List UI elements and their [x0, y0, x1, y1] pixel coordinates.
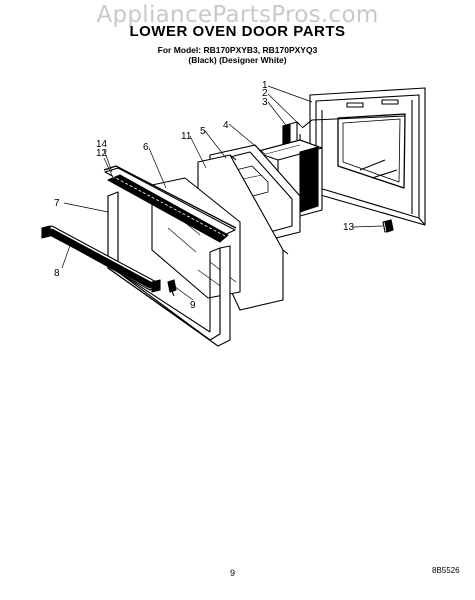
part-13-clip[interactable]: [382, 219, 394, 233]
part-8-handle[interactable]: [41, 225, 161, 293]
callout-11: 11: [181, 131, 192, 142]
part-1-inner-liner[interactable]: [309, 87, 426, 226]
callout-9: 9: [190, 300, 196, 311]
model-line: For Model: RB170PXYB3, RB170PXYQ3: [157, 45, 318, 55]
part-14-vent-strip[interactable]: [103, 165, 237, 229]
callout-6: 6: [143, 142, 149, 153]
callout-5: 5: [200, 126, 206, 137]
watermark: AppliancePartsPros.com: [96, 2, 379, 28]
callout-13: 13: [343, 222, 355, 233]
callout-4: 4: [223, 120, 229, 131]
part-7-outer-frame[interactable]: [107, 191, 231, 347]
callout-3: 3: [262, 97, 268, 108]
page-title: LOWER OVEN DOOR PARTS: [129, 23, 346, 40]
callout-1: 1: [262, 80, 268, 91]
part-12-top-trim[interactable]: [104, 167, 236, 243]
part-9-screw[interactable]: [167, 279, 177, 297]
callout-2: 2: [262, 88, 268, 99]
color-line: (Black) (Designer White): [188, 55, 287, 65]
page-number: 9: [230, 568, 236, 578]
callout-7: 7: [54, 198, 60, 209]
diagram-code: 8B5526: [432, 566, 460, 575]
callout-8: 8: [54, 268, 60, 279]
callout-12: 12: [96, 148, 108, 159]
leader-lines: [61, 85, 384, 301]
callout-14: 14: [96, 139, 108, 150]
